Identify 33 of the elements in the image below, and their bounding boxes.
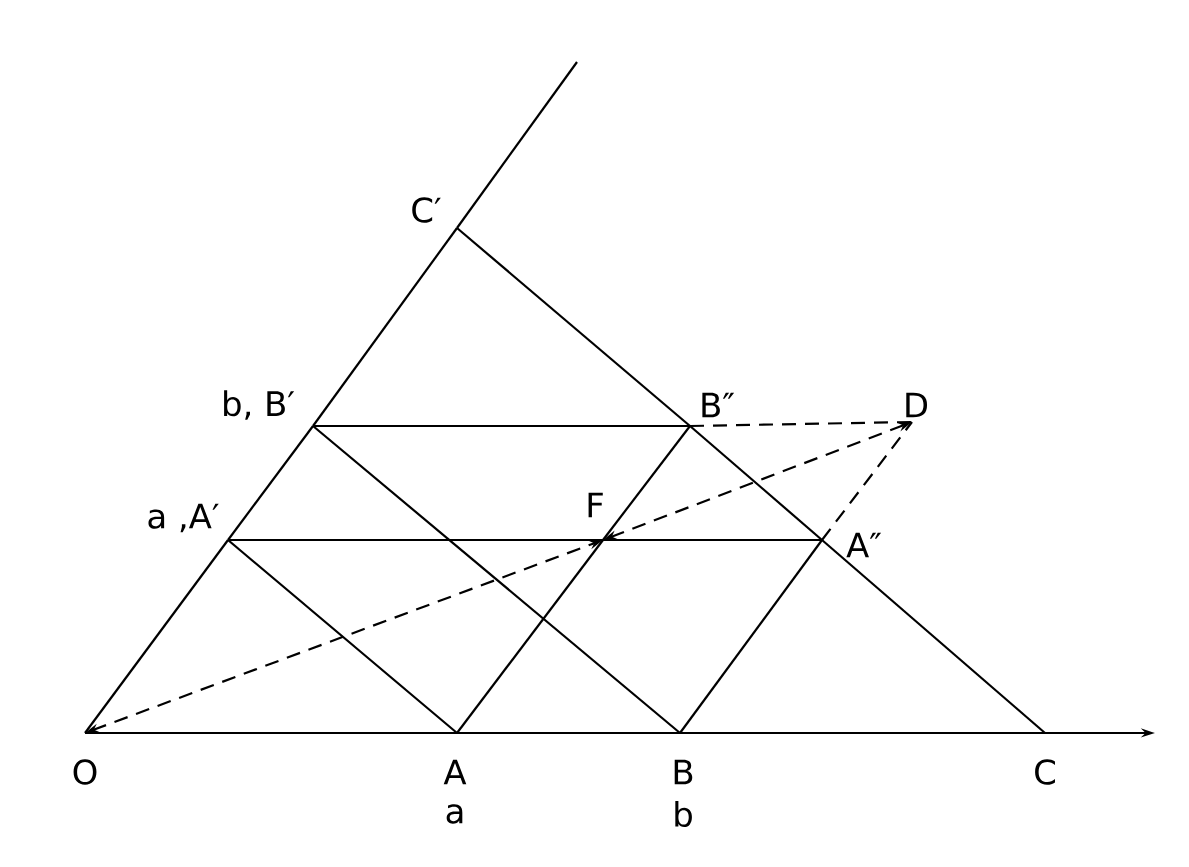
line — [84, 539, 229, 734]
line — [312, 227, 458, 427]
dashed-line — [821, 421, 913, 541]
line — [227, 425, 314, 541]
line — [689, 425, 823, 541]
point-label: D — [906, 392, 928, 418]
line — [228, 538, 603, 542]
point-label: a — [446, 804, 463, 824]
point-label: C — [1035, 759, 1055, 785]
line — [313, 424, 690, 428]
point-label: a ,A′ — [148, 503, 219, 533]
line — [457, 731, 680, 735]
line — [680, 731, 1045, 735]
line — [456, 61, 578, 229]
point-label: F — [588, 492, 603, 518]
point-label: B — [674, 759, 693, 785]
line — [456, 227, 691, 427]
line — [603, 538, 822, 542]
point-label: b, B′ — [224, 390, 295, 420]
point-label: A — [443, 759, 467, 785]
line — [227, 539, 458, 734]
line — [679, 539, 823, 734]
line — [312, 425, 681, 734]
line — [821, 539, 1046, 734]
point-label: A″ — [846, 532, 882, 558]
point-label: B″ — [702, 392, 735, 418]
point-label: C′ — [412, 197, 441, 223]
dashed-line — [689, 420, 912, 428]
point-label: O — [73, 759, 97, 785]
line — [85, 731, 457, 735]
line — [456, 539, 604, 734]
line — [602, 425, 691, 541]
point-label: b — [675, 800, 692, 828]
